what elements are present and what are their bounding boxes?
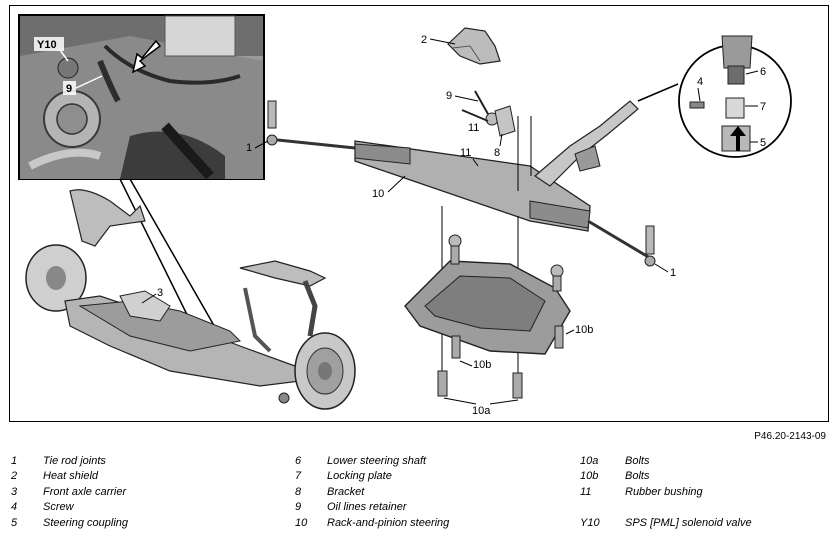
- callout-4: 4: [697, 76, 703, 88]
- legend-number: 9: [295, 501, 302, 514]
- legend-number: [580, 500, 625, 515]
- rack-and-pinion-steering: [266, 90, 656, 267]
- legend-label: Tie rod joints: [43, 455, 106, 467]
- legend-item: [580, 500, 752, 515]
- heat-shield: [447, 27, 501, 65]
- legend-item: 9 Oil lines retainer: [295, 500, 449, 515]
- legend-number: 1: [11, 455, 18, 467]
- legend-label: Front axle carrier: [43, 485, 127, 498]
- legend-item: Y10 SPS [PML] solenoid valve: [580, 516, 752, 531]
- legend-number: 10b: [580, 470, 599, 483]
- legend-label: Locking plate: [327, 470, 392, 483]
- callout-10b-left: 10b: [473, 359, 491, 371]
- callout-8: 8: [494, 147, 500, 159]
- callout-3: 3: [157, 287, 163, 299]
- legend-item: 5 Steering coupling: [11, 516, 128, 531]
- legend-item: 10a Bolts: [580, 454, 752, 469]
- legend-item: 1 Tie rod joints: [11, 454, 128, 469]
- legend-item: 6 Lower steering shaft: [295, 454, 449, 469]
- legend-number: 3: [11, 485, 18, 498]
- legend-column-2: 6 Lower steering shaft 7 Locking plate 8 Br…: [295, 454, 449, 531]
- figure-reference: P46.20-2143-09: [754, 431, 826, 442]
- subframe: [404, 234, 571, 399]
- callout-1-right: 1: [670, 267, 676, 279]
- callout-2: 2: [421, 34, 427, 46]
- legend-item: 4 Screw: [11, 500, 128, 515]
- legend-item: 7 Locking plate: [295, 469, 449, 484]
- legend-label: Oil lines retainer: [327, 501, 407, 514]
- legend-label: Bolts: [625, 455, 650, 467]
- callout-11-lower: 11: [460, 147, 471, 159]
- callout-7: 7: [760, 101, 766, 113]
- callout-9: 9: [446, 90, 452, 102]
- callout-10a: 10a: [472, 405, 491, 417]
- diagram-frame: Y10 9 3 2: [9, 5, 829, 422]
- legend-number: 11: [580, 485, 592, 498]
- front-axle-carrier: [25, 189, 356, 410]
- arrow-icon: [131, 39, 162, 74]
- callout-10: 10: [372, 188, 384, 200]
- legend-item: 11 Rubber bushing: [580, 485, 752, 500]
- legend-item: 3 Front axle carrier: [11, 485, 128, 500]
- legend-number: 2: [11, 470, 18, 483]
- legend-label: Lower steering shaft: [327, 455, 427, 467]
- legend-label: Bracket: [327, 485, 365, 498]
- legend-number: Y10: [580, 516, 600, 529]
- legend-item: 8 Bracket: [295, 485, 449, 500]
- callout-6: 6: [760, 66, 766, 78]
- legend-number: 10a: [580, 455, 599, 467]
- legend-item: 10b Bolts: [580, 469, 752, 484]
- steering-coupling-detail: [637, 35, 792, 158]
- callout-y10: Y10: [37, 39, 57, 51]
- legend-label: Heat shield: [43, 470, 99, 483]
- legend-number: 7: [295, 470, 302, 483]
- legend-label: Steering coupling: [43, 516, 129, 529]
- legend-number: 5: [11, 516, 18, 529]
- callout-10b-right: 10b: [575, 324, 593, 336]
- legend-number: 10: [295, 516, 308, 529]
- legend-item: 2 Heat shield: [11, 469, 128, 484]
- callout-1-left: 1: [246, 142, 252, 154]
- legend-item: 10 Rack-and-pinion steering: [295, 516, 449, 531]
- legend-number: 6: [295, 455, 302, 467]
- callout-5: 5: [760, 137, 766, 149]
- legend-label: Screw: [43, 501, 74, 514]
- legend-label: Bolts: [625, 470, 650, 483]
- steering-assembly-diagram: Y10 9 3 2: [18, 14, 792, 417]
- engine-bay-photo-inset: Y10 9: [18, 14, 265, 180]
- legend-number: 4: [11, 501, 18, 514]
- callout-9-inset: 9: [66, 83, 72, 95]
- legend-label: SPS [PML] solenoid valve: [625, 516, 752, 529]
- legend-number: 8: [295, 485, 302, 498]
- up-arrow-icon: [730, 126, 746, 151]
- callout-11-upper: 11: [468, 122, 479, 134]
- legend-label: Rack-and-pinion steering: [327, 516, 450, 529]
- legend-column-1: 1 Tie rod joints 2 Heat shield 3 Front axle…: [11, 454, 128, 531]
- legend-label: Rubber bushing: [625, 485, 703, 498]
